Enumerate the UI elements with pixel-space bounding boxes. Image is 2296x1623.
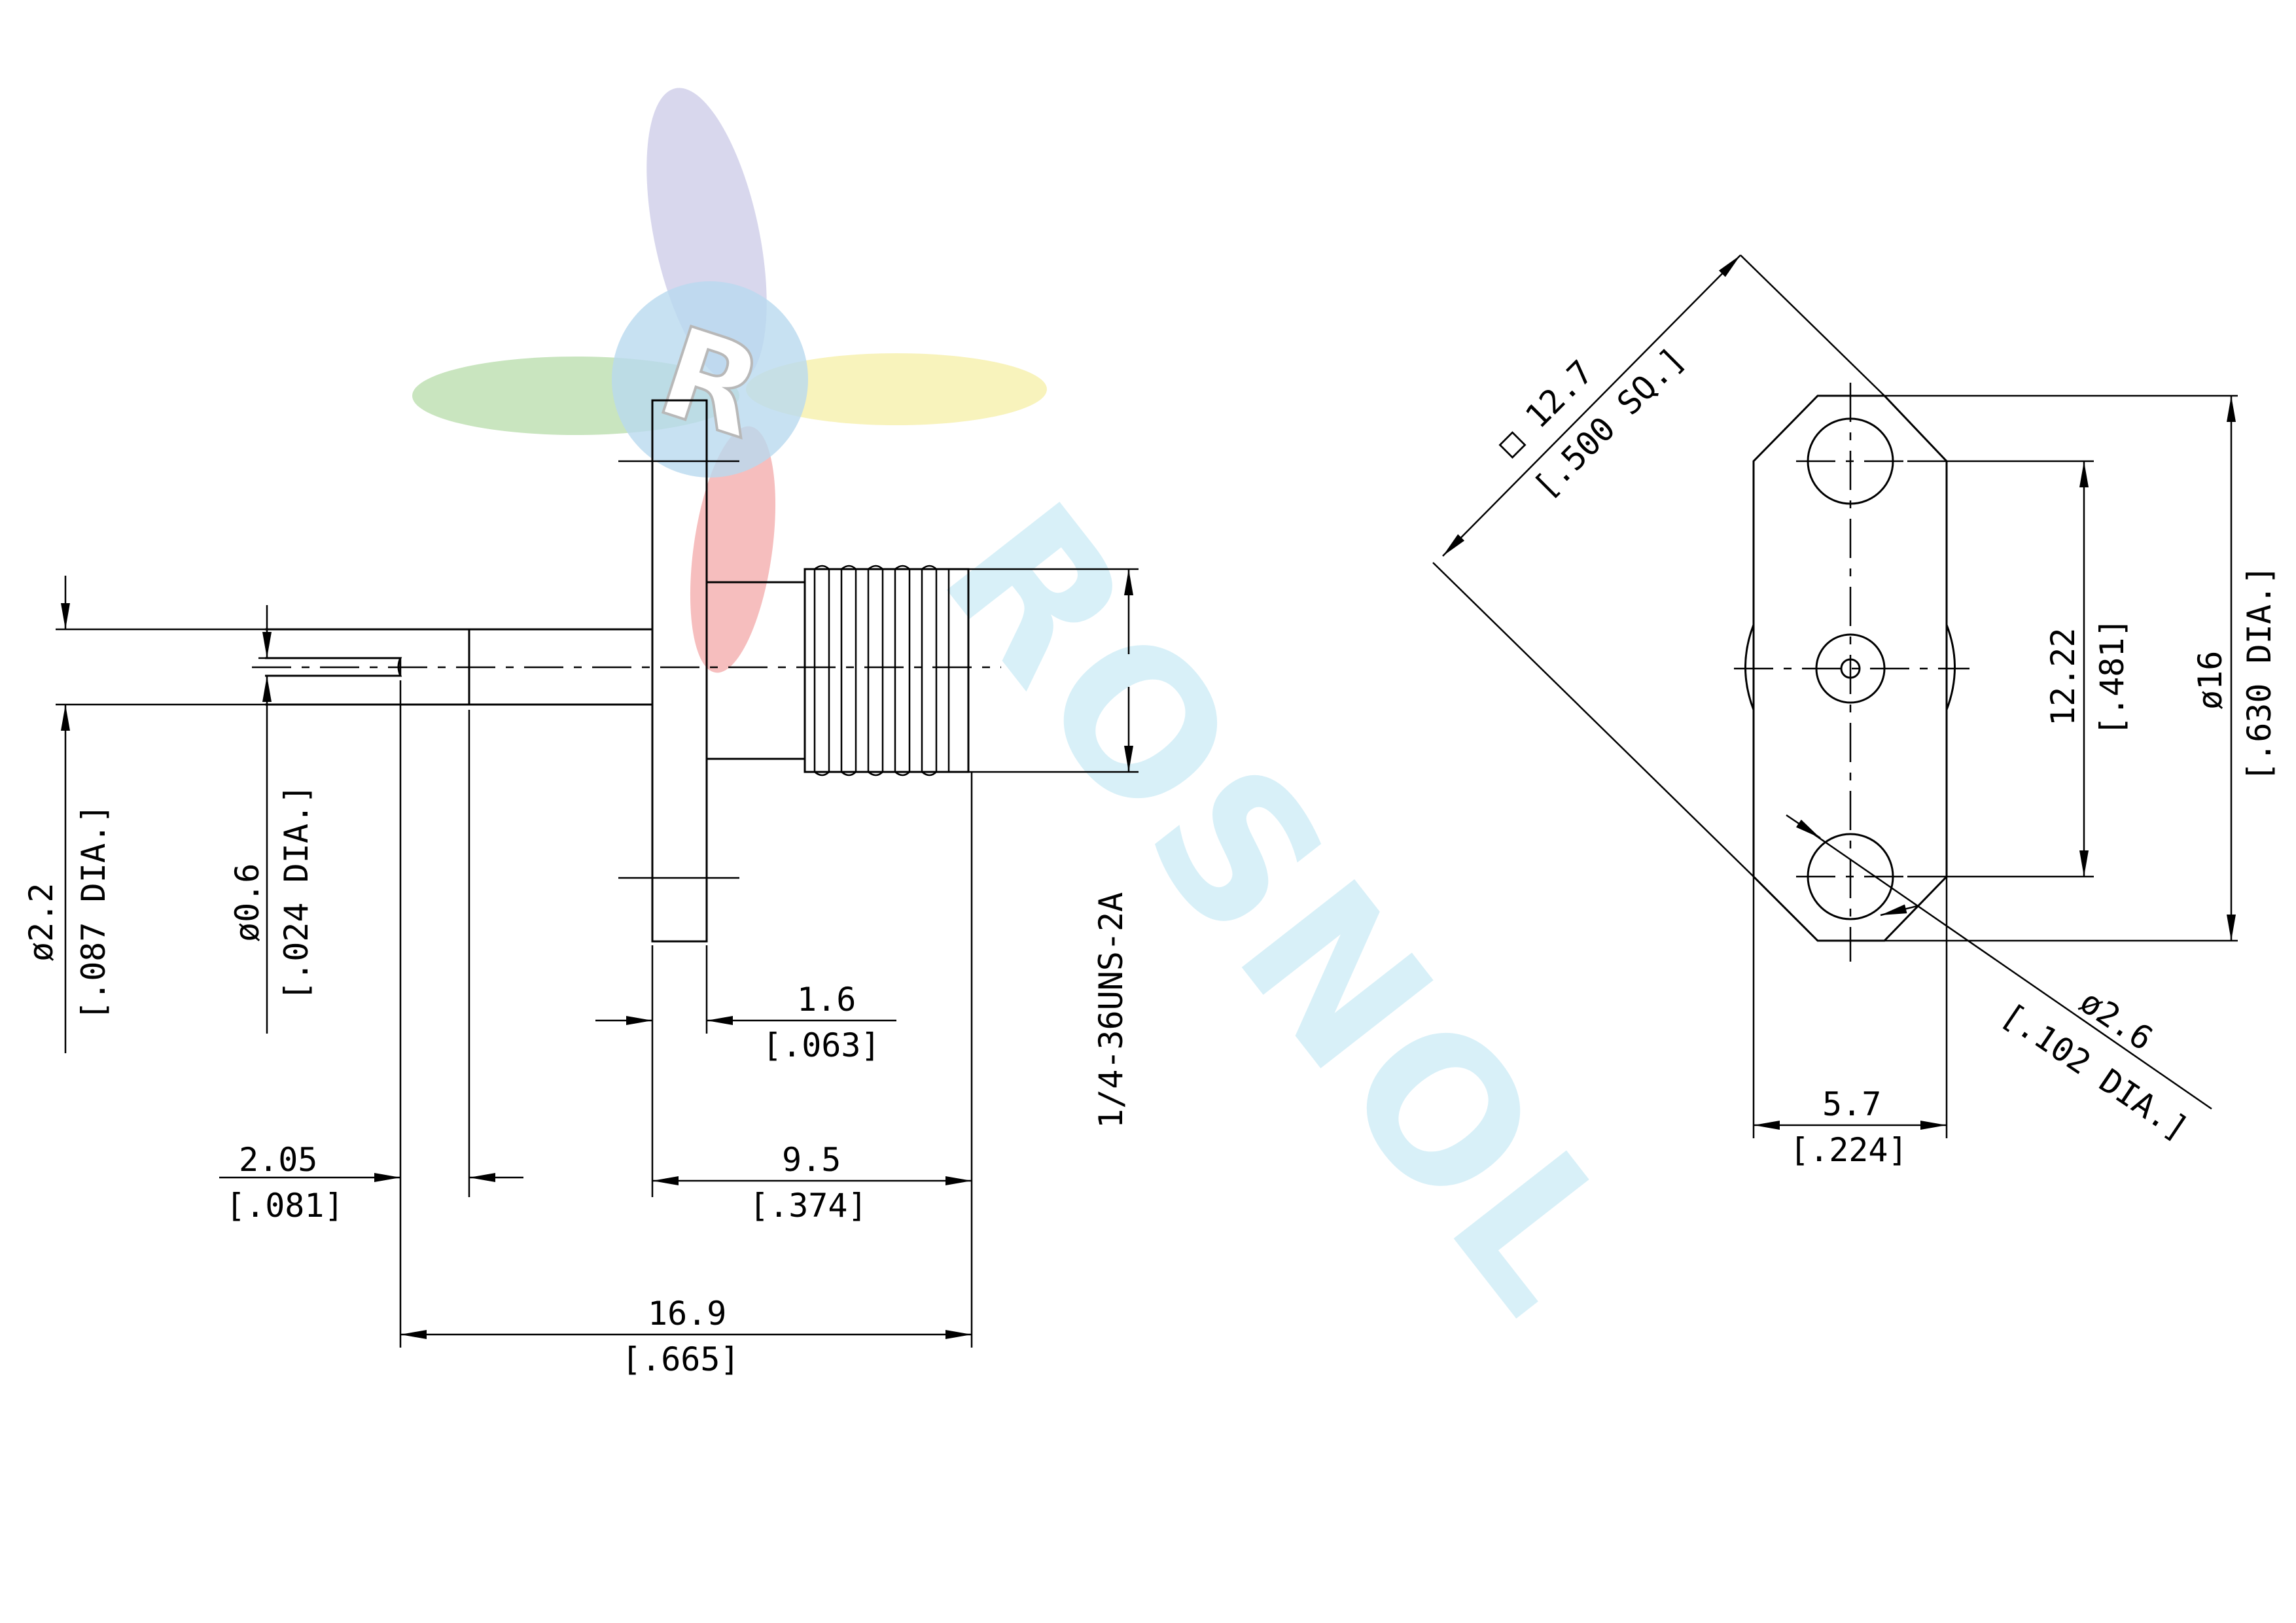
flange-arc-right xyxy=(1945,624,1956,710)
dim-hole-spacing-mm: 12.22 xyxy=(2044,627,2082,726)
dim-overall-length-mm: 16.9 xyxy=(648,1295,726,1333)
thread-tooth xyxy=(867,565,884,777)
dim-body-length-mm: 9.5 xyxy=(782,1141,841,1179)
dim-hole-dia-arrow-a xyxy=(1786,814,1821,839)
side-view: ø2.2 [.087 DIA.] ø0.6 [.024 DIA.] 1.6 [.… xyxy=(22,399,1139,1378)
watermark-logo: R xyxy=(412,88,1047,673)
dim-flange-dia-mm: ø16 xyxy=(2191,651,2229,710)
dim-hole-dia-arrow-b xyxy=(1880,904,1918,916)
threaded-body xyxy=(804,568,970,773)
dim-thread-label: 1/4-36UNS-2A xyxy=(1092,892,1130,1128)
dim-flange-thickness-mm: 1.6 xyxy=(797,981,856,1019)
dim-hole-spacing-inch: [.481] xyxy=(2093,618,2131,736)
flange xyxy=(651,399,708,943)
dim-square-ext-b xyxy=(1432,562,1754,877)
dim-hole-dia-leader xyxy=(1799,823,2212,1110)
thread-tooth xyxy=(813,565,830,777)
dim-flange-width-inch: [.224] xyxy=(1790,1131,1908,1169)
watermark-text: ROSNOL xyxy=(899,464,1667,1357)
thread-teeth xyxy=(813,565,950,777)
watermark-blue-center xyxy=(612,281,808,478)
dim-pin-tip-mm: 2.05 xyxy=(239,1141,317,1179)
dim-flange-thickness-inch: [.063] xyxy=(762,1026,881,1064)
dim-square-line xyxy=(1442,254,1741,557)
dim-pin-dia-mm: ø2.2 xyxy=(22,883,60,962)
dim-contact-dia-mm: ø0.6 xyxy=(228,864,266,942)
thread-tooth xyxy=(840,565,857,777)
flange-arc-left xyxy=(1744,624,1755,710)
dim-contact-dia-inch: [.024 DIA.] xyxy=(277,784,315,1001)
watermark-red-petal xyxy=(690,426,776,673)
front-view: 12.22 [.481] ø16 [.630 DIA.] 5.7 [.224] … xyxy=(1432,254,2278,1169)
dim-pin-dia-inch: [.087 DIA.] xyxy=(75,804,113,1021)
dim-body-length-inch: [.374] xyxy=(749,1187,868,1225)
watermark-yellow-petal xyxy=(746,353,1047,425)
dim-overall-length-inch: [.665] xyxy=(622,1340,740,1378)
dim-pin-tip-inch: [.081] xyxy=(226,1187,344,1225)
dim-flange-dia-inch: [.630 DIA.] xyxy=(2240,565,2278,782)
thread-tooth xyxy=(894,565,911,777)
watermark: R ROSNOL xyxy=(412,88,1667,1357)
dim-square-ext-a xyxy=(1740,254,1885,396)
dim-flange-width-mm: 5.7 xyxy=(1822,1085,1881,1123)
